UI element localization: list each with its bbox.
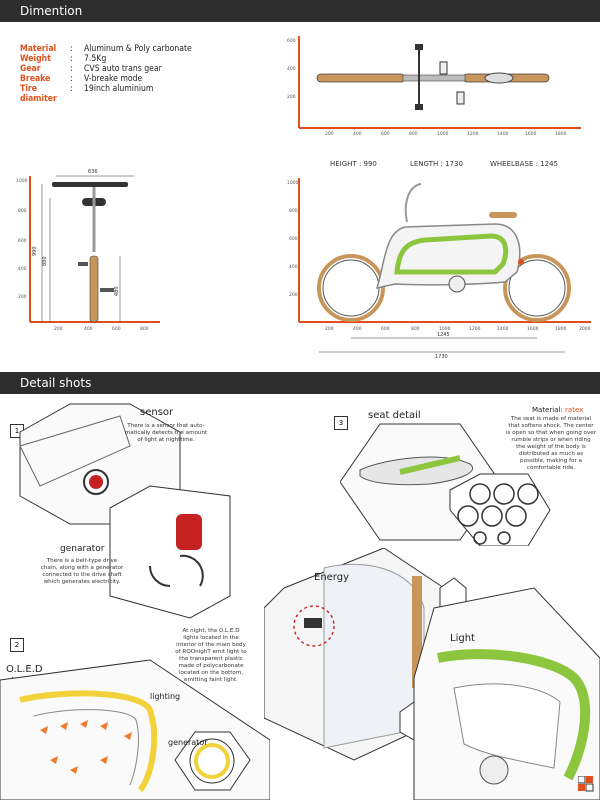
length-dimension: 1730 <box>435 354 448 360</box>
generator-title: genarator <box>60 544 105 554</box>
x-tick: 1600 <box>525 131 537 137</box>
spec-row-gear: Gear:CVS auto trans gear <box>20 64 162 74</box>
sensor-light <box>89 475 103 489</box>
detail1-illustration <box>19 403 231 619</box>
details-title: Detail shots <box>20 376 92 390</box>
detail4-illustration <box>264 548 600 800</box>
energy-label: Energy <box>314 572 350 583</box>
material-label: Material: ratex <box>532 406 583 414</box>
x-tick: 200 <box>325 131 334 137</box>
spec-value: Aluminum & Poly carbonate <box>84 44 192 54</box>
spec-row-weight: Weight:7.5Kg <box>20 54 107 64</box>
detail-number-2: 2 <box>10 638 24 652</box>
height-dimension-2: 880 <box>42 256 48 266</box>
spec-row-tire: Tire diamiter:19inch aluminium <box>20 84 154 104</box>
spec-row-brake: Breake:V-breake mode <box>20 74 143 84</box>
spec-label: Material <box>20 44 57 54</box>
sensor-title: sensor <box>140 407 174 418</box>
width-dimension: 636 <box>88 169 98 175</box>
x-tick: 1000 <box>437 131 449 137</box>
height-dimension-1: 990 <box>32 246 38 256</box>
spec-label: Breake <box>20 74 51 84</box>
side-view-drawing: 1000 800 600 400 200 200 400 600 800 100… <box>287 178 591 360</box>
oled-title-1: O.L.E.D <box>6 664 43 675</box>
x-tick: 1400 <box>497 131 509 137</box>
spec-label: Tire diamiter <box>20 84 57 104</box>
y-tick: 600 <box>289 236 298 242</box>
bike-front-view <box>52 182 128 323</box>
x-tick: 200 <box>325 326 334 332</box>
detail1-generator-hex <box>109 485 231 619</box>
x-tick: 600 <box>381 326 390 332</box>
spec-value: CVS auto trans gear <box>84 64 162 74</box>
details-section-bar: Detail shots <box>0 372 600 394</box>
x-tick: 1200 <box>467 131 479 137</box>
spec-row-material: Material:Aluminum & Poly carbonate <box>20 44 192 54</box>
bike-side-view <box>317 183 571 322</box>
x-tick: 600 <box>381 131 390 137</box>
x-tick: 1800 <box>555 131 567 137</box>
detail-number-3: 3 <box>334 416 348 430</box>
x-tick: 800 <box>409 131 418 137</box>
spec-value: 7.5Kg <box>84 54 107 64</box>
x-tick: 1600 <box>527 326 539 332</box>
x-tick: 400 <box>353 131 362 137</box>
lighting-label: lighting <box>150 692 181 701</box>
y-tick: 800 <box>289 208 298 214</box>
seat-text: The seat is made of material that soften… <box>506 416 596 471</box>
x-tick: 2000 <box>579 326 591 332</box>
y-tick: 800 <box>18 208 27 214</box>
spec-value: 19inch aluminium <box>84 84 154 94</box>
x-tick: 1800 <box>555 326 567 332</box>
front-view-drawing: 1000 800 600 400 200 200 400 600 800 636… <box>16 169 160 332</box>
y-tick: 200 <box>289 292 298 298</box>
x-tick: 400 <box>84 326 93 332</box>
length-label: LENGTH : 1730 <box>410 160 463 168</box>
detail2-generator-hex <box>174 731 251 791</box>
x-tick: 1200 <box>469 326 481 332</box>
x-tick: 1400 <box>497 326 509 332</box>
pedal-dimension: 480 <box>114 286 120 296</box>
x-tick: 600 <box>112 326 121 332</box>
generator-text: There is a belt-type drive chain, along … <box>40 558 124 585</box>
spec-list: Material:Aluminum & Poly carbonate Weigh… <box>20 44 192 104</box>
sensor-text: There is a sensor that auto-matically de… <box>124 423 208 443</box>
detail3-illustration <box>340 423 551 546</box>
dimension-title: Dimention <box>20 4 83 18</box>
material-value: ratex <box>565 406 584 414</box>
bike-top-view <box>316 44 550 110</box>
x-tick: 800 <box>140 326 149 332</box>
y-tick: 200 <box>287 94 296 100</box>
height-label: HEIGHT : 990 <box>330 160 377 168</box>
y-tick: 600 <box>287 38 296 44</box>
x-tick: 200 <box>54 326 63 332</box>
light-label: Light <box>450 633 475 644</box>
detail2-illustration <box>0 659 270 800</box>
oled-text: At night, the O.L.E.D lights located in … <box>175 628 247 683</box>
seat-title: seat detail <box>368 410 421 421</box>
spec-value: V-breake mode <box>84 74 143 84</box>
y-tick: 400 <box>289 264 298 270</box>
top-view-drawing: 600 400 200 200 400 600 800 1000 1200 14… <box>287 36 581 137</box>
y-tick: 200 <box>18 294 27 300</box>
generator-label: generator <box>168 738 208 747</box>
wheelbase-label: WHEELBASE : 1245 <box>490 160 559 168</box>
spec-label: Gear <box>20 64 41 74</box>
dimension-section-bar: Dimention <box>0 0 600 22</box>
y-tick: 600 <box>18 238 27 244</box>
corner-logo <box>578 776 594 792</box>
x-tick: 400 <box>353 326 362 332</box>
y-tick: 1000 <box>16 178 28 184</box>
material-prefix: Material: <box>532 406 566 414</box>
spec-label: Weight <box>20 54 51 64</box>
y-tick: 400 <box>287 66 296 72</box>
energy-highlight <box>293 605 335 647</box>
wheelbase-dimension: 1245 <box>437 332 450 338</box>
x-tick: 1000 <box>439 326 451 332</box>
y-tick: 1000 <box>287 180 299 186</box>
y-tick: 400 <box>18 266 27 272</box>
x-tick: 800 <box>411 326 420 332</box>
